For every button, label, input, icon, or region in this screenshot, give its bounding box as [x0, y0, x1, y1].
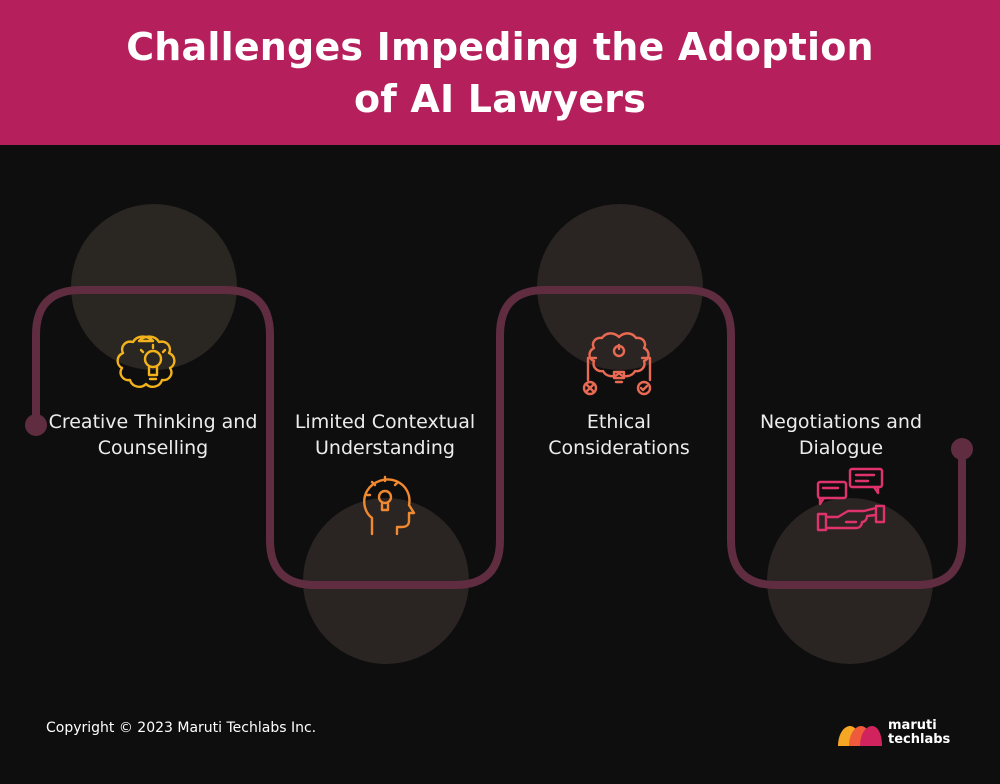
ethics-brain-icon	[582, 332, 652, 396]
step-label-4: Negotiations and Dialogue	[759, 411, 923, 459]
head-idea-icon	[363, 475, 416, 536]
step-label-3: Ethical Considerations	[548, 411, 690, 459]
brand-logo: maruti techlabs	[836, 718, 976, 752]
brain-bulb-icon	[116, 335, 176, 388]
brand-name: maruti techlabs	[888, 719, 950, 747]
path-end-dot	[951, 438, 973, 460]
brand-mark-icon	[838, 726, 882, 746]
path-start-dot	[25, 414, 47, 436]
brand-line-2: techlabs	[888, 732, 951, 747]
copyright-text: Copyright © 2023 Maruti Techlabs Inc.	[46, 720, 317, 736]
step-label-1: Creative Thinking and Counselling	[48, 411, 258, 459]
handshake-chat-icon	[816, 467, 886, 532]
header-banner: Challenges Impeding the Adoption of AI L…	[0, 0, 1000, 145]
step-label-2: Limited Contextual Understanding	[294, 411, 476, 459]
process-diagram: Creative Thinking and Counselling Limite…	[0, 145, 1000, 784]
diagram-canvas	[25, 204, 973, 664]
page-title: Challenges Impeding the Adoption of AI L…	[126, 24, 874, 121]
connector-path	[32, 286, 966, 589]
brand-line-1: maruti	[888, 718, 937, 733]
